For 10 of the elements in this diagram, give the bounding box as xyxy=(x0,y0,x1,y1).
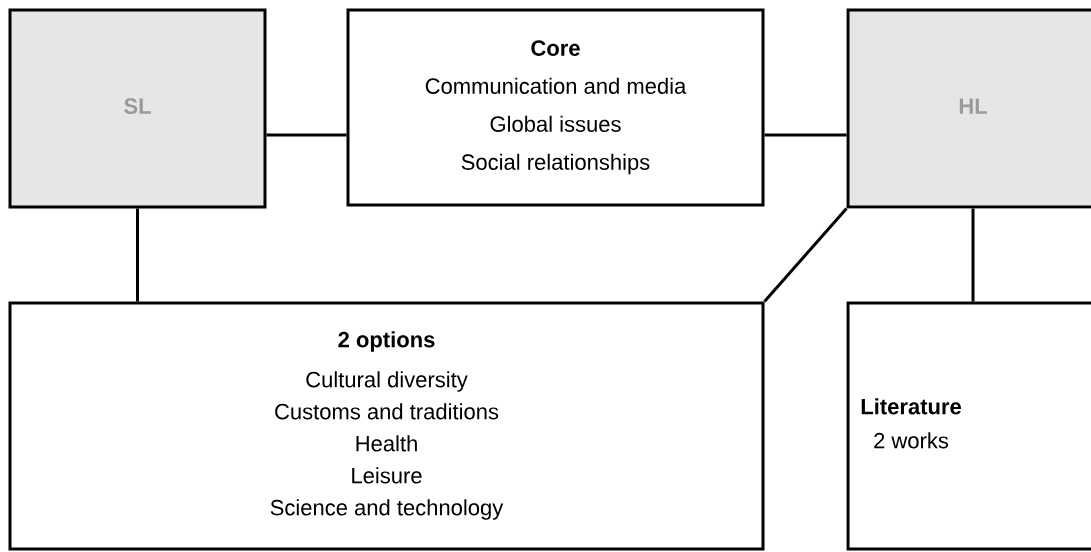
topic-box: Core Communication and media Global issues Social relationships xyxy=(346,8,765,207)
connector-line xyxy=(136,208,139,302)
level-box: HL xyxy=(846,8,1091,209)
topic-box: Literature 2 works xyxy=(846,301,1091,551)
topic-box: 2 options Cultural diversity Customs and traditions Health Leisure Science and technology xyxy=(8,301,765,551)
connector-line xyxy=(971,208,975,302)
connector-line xyxy=(763,207,848,303)
connector-line xyxy=(266,133,347,137)
connector-line xyxy=(764,133,847,137)
level-box: SL xyxy=(8,8,267,209)
